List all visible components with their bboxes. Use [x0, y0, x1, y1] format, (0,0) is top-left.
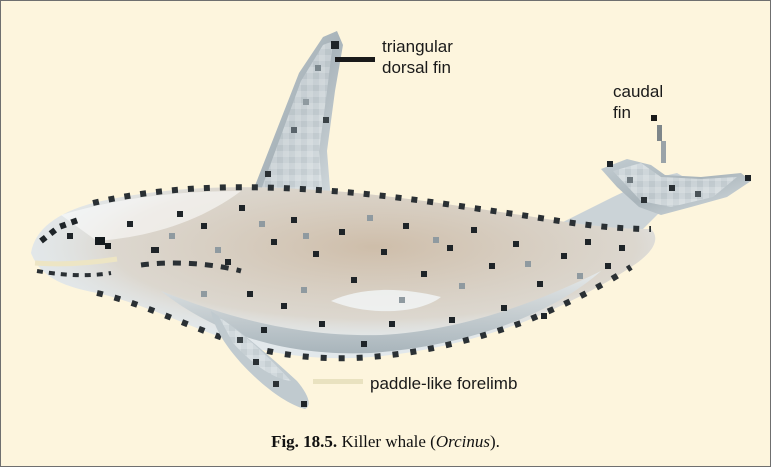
dorsal-fin-label-line1: triangular	[382, 36, 453, 57]
dorsal-fin-leader	[335, 57, 375, 62]
dorsal-fin-label-line2: dorsal fin	[382, 57, 453, 78]
whale-body	[31, 187, 655, 358]
caudal-fin-label-line1: caudal	[613, 81, 663, 102]
caudal-fin-label-line2: fin	[613, 102, 663, 123]
caudal-fin-label: caudal fin	[613, 81, 663, 123]
forelimb-label: paddle-like forelimb	[370, 373, 517, 394]
figure-caption: Fig. 18.5. Killer whale (Orcinus).	[1, 432, 770, 452]
forelimb-leader	[313, 379, 363, 384]
caption-text-after: ).	[490, 432, 500, 451]
dorsal-fin	[247, 31, 343, 206]
dorsal-fin-label: triangular dorsal fin	[382, 36, 453, 78]
caption-genus: Orcinus	[436, 432, 490, 451]
caption-text-before: Killer whale (	[337, 432, 436, 451]
forelimb-label-text: paddle-like forelimb	[370, 373, 517, 394]
figure-number: Fig. 18.5.	[271, 432, 337, 451]
